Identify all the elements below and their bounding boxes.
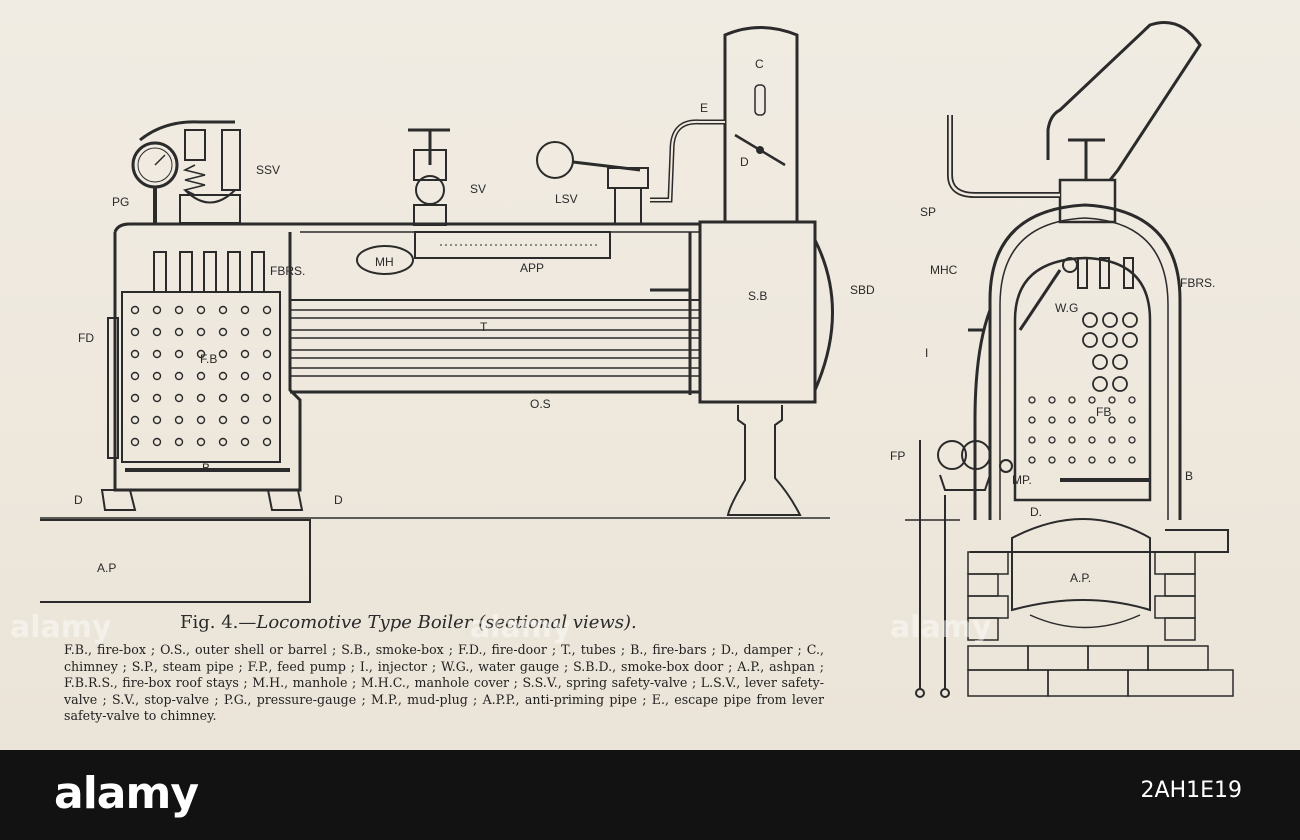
label-e: E xyxy=(700,101,708,115)
label-sp: SP xyxy=(920,205,936,219)
label-fp: FP xyxy=(890,449,905,463)
label-d-end: D. xyxy=(1030,505,1042,519)
label-sv: SV xyxy=(470,182,486,196)
label-pg: PG xyxy=(112,195,129,209)
label-d-chimney: D xyxy=(740,155,749,169)
stay-dots-side xyxy=(130,305,272,447)
caption-dash: — xyxy=(238,612,257,633)
label-d-left: D xyxy=(74,493,83,507)
label-c: C xyxy=(755,57,764,71)
caption-sub: (sectional views). xyxy=(478,612,637,633)
label-mh: MH xyxy=(375,255,394,269)
label-d-right: D xyxy=(334,493,343,507)
label-b-end: B xyxy=(1185,469,1193,483)
label-fbrs-end: FBRS. xyxy=(1180,276,1215,290)
label-wg: W.G xyxy=(1055,301,1078,315)
scanned-page: SSV PG SV LSV E C D FBRS. MH APP S.B SBD… xyxy=(0,0,1300,750)
label-ssv: SSV xyxy=(256,163,280,177)
label-lsv: LSV xyxy=(555,192,578,206)
label-sb: S.B xyxy=(748,289,767,303)
alamy-logo[interactable]: alamy xyxy=(54,768,199,819)
label-t: T xyxy=(480,320,488,334)
label-mhc: MHC xyxy=(930,263,958,277)
label-ap-end: A.P. xyxy=(1070,571,1091,585)
watermark: alamy xyxy=(470,610,572,645)
watermark: alamy xyxy=(10,610,112,645)
caption-fig: Fig. 4. xyxy=(180,612,239,633)
label-ap: A.P xyxy=(97,561,116,575)
label-fd: FD xyxy=(78,331,94,345)
figure-caption: Fig. 4.—Locomotive Type Boiler (sectiona… xyxy=(180,612,637,633)
caption-title: Locomotive Type Boiler xyxy=(256,612,473,633)
stay-dots-end xyxy=(1028,396,1136,464)
boiler-diagram: SSV PG SV LSV E C D FBRS. MH APP S.B SBD… xyxy=(40,21,1234,698)
label-i: I xyxy=(925,346,928,360)
label-sbd: SBD xyxy=(850,283,875,297)
figure-key: F.B., fire-box ; O.S., outer shell or ba… xyxy=(64,642,824,723)
label-mp: MP. xyxy=(1012,473,1032,487)
label-fb-end: FB xyxy=(1096,405,1111,419)
label-os: O.S xyxy=(530,397,551,411)
label-fbrs: FBRS. xyxy=(270,264,305,278)
label-fb: F.B xyxy=(200,352,217,366)
image-id: 2AH1E19 xyxy=(1140,778,1242,803)
label-app: APP xyxy=(520,261,544,275)
watermark: alamy xyxy=(890,610,992,645)
label-b: B xyxy=(202,461,210,475)
branding-bar: alamy 2AH1E19 xyxy=(0,750,1300,840)
